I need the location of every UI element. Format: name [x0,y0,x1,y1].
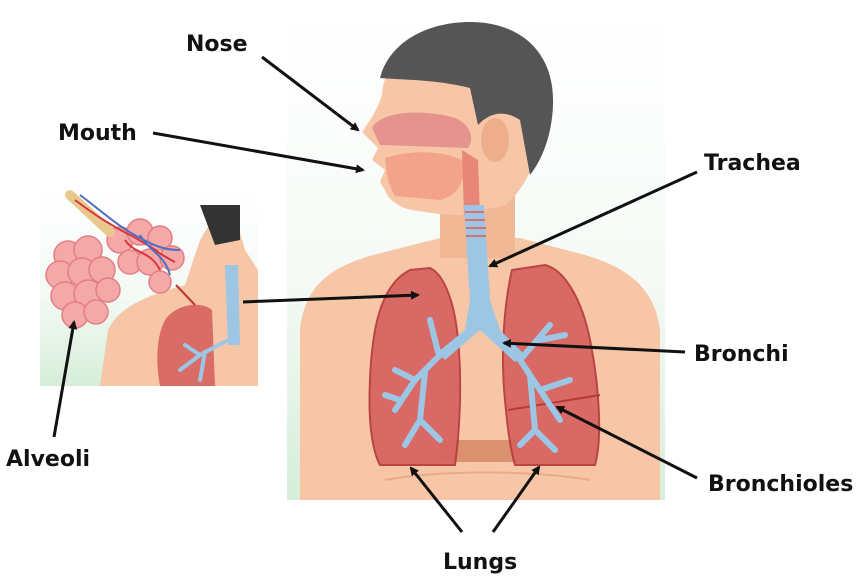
label-mouth: Mouth [58,121,137,146]
label-bronchi: Bronchi [694,342,789,367]
body-illustration [287,8,665,500]
oral-cavity [385,152,464,200]
alveoli-inset [40,183,258,386]
label-bronchioles: Bronchioles [708,472,853,497]
label-alveoli: Alveoli [6,447,90,472]
label-trachea: Trachea [704,151,801,176]
ear [481,118,509,162]
label-nose: Nose [186,32,248,57]
label-lungs: Lungs [443,550,517,575]
